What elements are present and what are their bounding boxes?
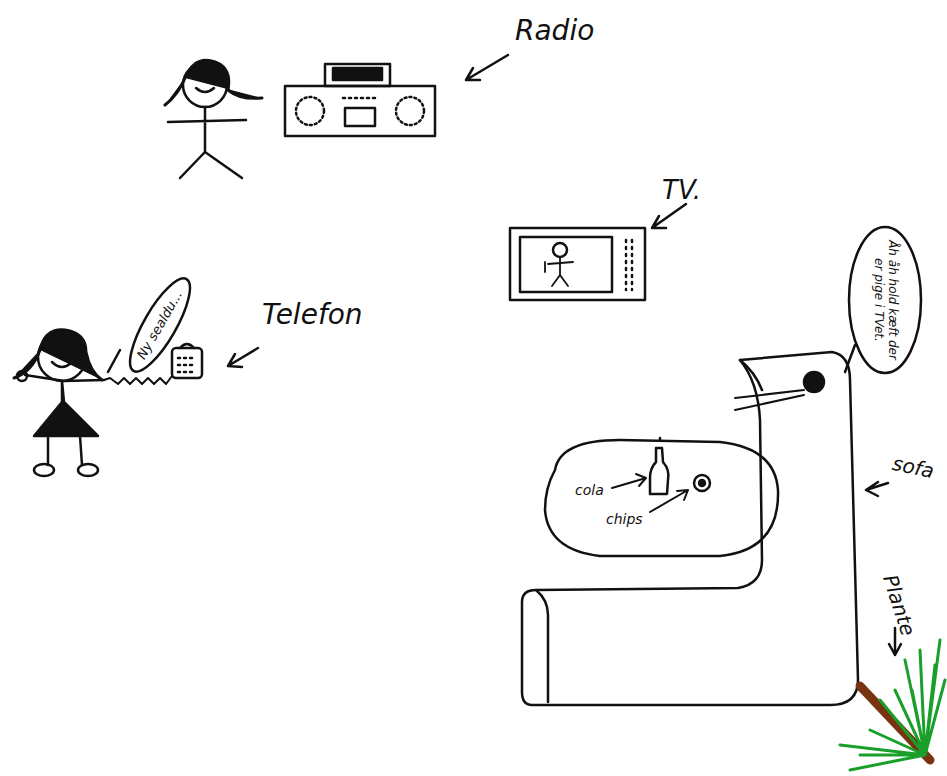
smile [196, 88, 214, 92]
sofa-outline [522, 352, 858, 705]
sofa-detail [536, 360, 762, 702]
plant-symbol [840, 640, 945, 770]
phone-handle [180, 344, 194, 348]
viewer-arms [735, 390, 804, 410]
bubble-ellipse [120, 271, 201, 379]
table-symbol [545, 438, 778, 556]
table-detail [659, 438, 662, 440]
limbs [25, 375, 104, 465]
text-label: Telefon [262, 300, 363, 331]
stick-figure [165, 60, 262, 178]
text-label: chips [606, 512, 643, 527]
tape-slot [345, 108, 375, 126]
leader-arrow [612, 474, 646, 488]
viewer-head [804, 372, 824, 392]
text-label: Plante [879, 572, 919, 638]
phone-body [172, 348, 202, 378]
shoe [34, 464, 54, 476]
radio-symbol [285, 64, 435, 136]
hair [14, 330, 102, 380]
stick-figure [14, 330, 104, 476]
radio-body [285, 86, 435, 136]
buttons [343, 97, 377, 100]
text-label: Radio [515, 16, 594, 47]
leader-arrow [466, 55, 508, 80]
speech-text: Åh åh hold kæft der er pige i TVet. [849, 235, 921, 365]
tv-person-body [545, 257, 573, 286]
bubble-tail [108, 350, 120, 372]
tv-person-head [553, 243, 567, 257]
bubble-ellipse [849, 227, 921, 373]
chips [699, 480, 705, 486]
text-label: cola [575, 483, 604, 498]
leader-arrow [650, 490, 688, 512]
text-label: TV. [662, 176, 701, 205]
speaker [396, 97, 424, 125]
leader-arrow [228, 348, 258, 367]
tv-screen [520, 237, 612, 292]
leader-arrow [866, 482, 888, 496]
body [168, 107, 246, 178]
bubble-tail [845, 345, 855, 372]
speaker [296, 97, 324, 125]
tv-symbol [510, 228, 645, 300]
hair [165, 60, 262, 105]
phone-keys [178, 358, 196, 372]
table-outline [545, 440, 778, 556]
speech-bubble: Åh åh hold kæft der er pige i TVet. [847, 225, 923, 375]
radio-handle [325, 64, 390, 86]
smile [52, 362, 72, 367]
tv-body [510, 228, 645, 300]
text-label: sofa [890, 452, 936, 482]
phone-cord [104, 376, 172, 384]
sofa-symbol [522, 352, 858, 705]
cola-bottle [650, 448, 668, 494]
radio-handle-fill [333, 68, 382, 80]
leader-arrow [652, 204, 686, 228]
tv-buttons [626, 240, 632, 290]
shoe [78, 464, 98, 476]
hand [17, 371, 27, 381]
dress [34, 381, 98, 436]
plant-leaves [840, 640, 945, 770]
chips-bowl [694, 475, 710, 491]
